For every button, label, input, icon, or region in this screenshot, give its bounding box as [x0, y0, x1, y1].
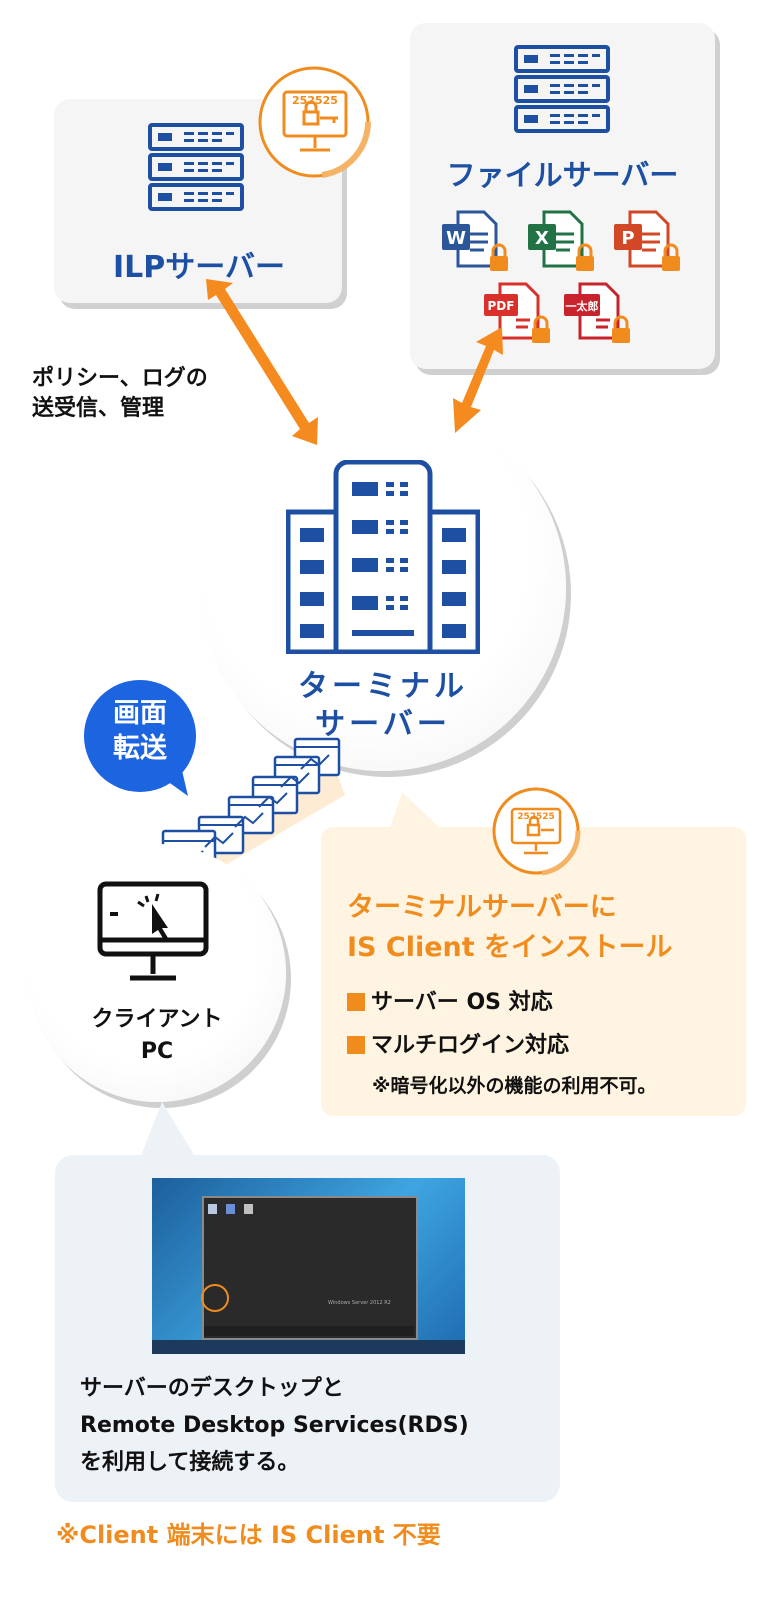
remote-desktop-window [202, 1196, 418, 1340]
client-pc-circle [28, 844, 286, 1102]
svg-text:W: W [446, 228, 466, 249]
bullet-square-icon [347, 1036, 365, 1054]
inner-taskbar [204, 1326, 414, 1336]
feature-item: サーバー OS 対応 [347, 984, 553, 1016]
feature-item: マルチログイン対応 [347, 1027, 569, 1059]
install-callout-title-line2: IS Client をインストール [347, 932, 673, 963]
remote-desktop-screenshot: Windows Server 2012 R2 [152, 1178, 465, 1354]
svg-text:252525: 252525 [292, 94, 338, 107]
ilp-server-title: ILPサーバー [113, 250, 285, 285]
bullet-square-icon [347, 993, 365, 1011]
server-rack-icon [514, 45, 610, 133]
screen-transfer-windows-icon [161, 737, 345, 883]
feature-note: ※暗号化以外の機能の利用不可。 [372, 1075, 657, 1097]
word-lock-icon: W [442, 210, 508, 271]
svg-text:252525: 252525 [517, 812, 555, 822]
svg-text:PDF: PDF [488, 299, 515, 313]
svg-text:X: X [535, 228, 549, 249]
client-pc-label: クライアント PC [28, 1004, 286, 1068]
bidirectional-arrow-icon [206, 279, 503, 445]
rds-description: サーバーのデスクトップと Remote Desktop Services(RDS… [80, 1370, 550, 1481]
install-callout [321, 827, 746, 1116]
server-building-icon [286, 460, 480, 654]
ichitaro-lock-icon: 一太郎 [564, 282, 630, 343]
svg-text:一太郎: 一太郎 [566, 299, 599, 313]
powerpoint-lock-icon: P [614, 210, 680, 271]
pdf-lock-icon: PDF [484, 282, 550, 343]
client-pc-line2: PC [140, 1039, 174, 1064]
terminal-server-circle [200, 405, 566, 771]
excel-lock-icon: X [528, 210, 594, 271]
file-server-title: ファイルサーバー [446, 158, 679, 192]
server-rack-icon [148, 123, 244, 211]
highlight-circle [201, 1284, 229, 1312]
encrypted-monitor-icon: 252525 [492, 787, 581, 876]
rds-description-line1: サーバーのデスクトップと [80, 1376, 344, 1401]
policy-note: ポリシー、ログの 送受信、管理 [32, 364, 208, 424]
install-callout-title-line1: ターミナルサーバーに [347, 892, 617, 923]
screen-transfer-line1: 画面 [113, 698, 167, 729]
file-server-card [410, 23, 715, 369]
server-watermark: Windows Server 2012 R2 [328, 1300, 391, 1306]
desktop-icon [226, 1204, 235, 1214]
desktop-computer-icon [97, 881, 209, 981]
terminal-server-line1: ターミナル [298, 669, 468, 704]
terminal-server-title: ターミナル サーバー [200, 668, 566, 744]
footer-note: ※Client 端末には IS Client 不要 [56, 1521, 441, 1549]
policy-note-line1: ポリシー、ログの [32, 366, 208, 391]
rds-description-line2: Remote Desktop Services(RDS) [80, 1413, 469, 1438]
client-pc-line1: クライアント [91, 1007, 223, 1032]
desktop-icon [244, 1204, 253, 1214]
speech-bubble [84, 680, 196, 796]
screen-transfer-label: 画面 転送 [80, 696, 200, 766]
screen-transfer-line2: 転送 [113, 733, 167, 764]
taskbar [152, 1340, 465, 1354]
callout-pointer [140, 1102, 196, 1158]
svg-text:P: P [621, 228, 634, 249]
callout-pointer [390, 792, 440, 828]
terminal-server-line2: サーバー [315, 707, 451, 742]
rds-description-line3: を利用して接続する。 [80, 1450, 300, 1475]
policy-note-line2: 送受信、管理 [32, 396, 165, 421]
encrypted-monitor-icon: 252525 [258, 66, 371, 178]
desktop-icon [208, 1204, 217, 1214]
install-callout-title: ターミナルサーバーに IS Client をインストール [347, 888, 747, 968]
